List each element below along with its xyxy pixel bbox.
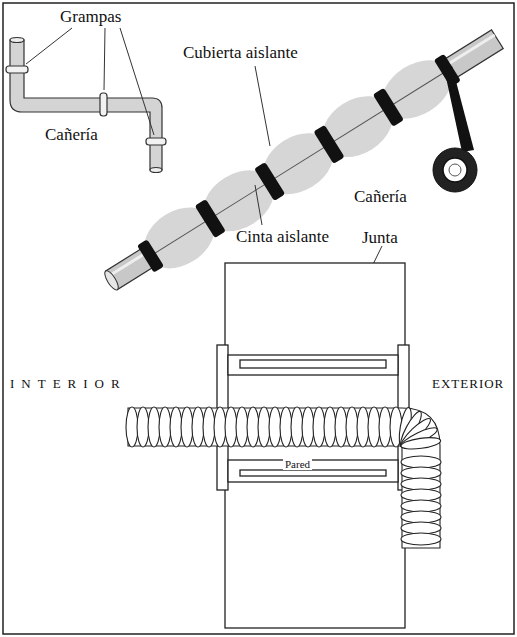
pipe-with-clamps [6, 28, 166, 173]
part-label: Cañería [354, 188, 407, 207]
side-label: INTERIOR [10, 377, 127, 391]
frame [3, 3, 514, 634]
part-label: Cubierta aislante [183, 44, 298, 63]
insulated-pipe [94, 16, 512, 305]
part-label: Pared [283, 458, 312, 470]
side-label: EXTERIOR [432, 377, 504, 391]
tape-roll [433, 66, 477, 192]
corrugated-hose [126, 407, 441, 548]
part-label: Cinta aislante [236, 228, 329, 247]
part-label: Grampas [60, 8, 121, 27]
part-label: Cañería [45, 126, 98, 145]
part-label: Junta [362, 229, 398, 248]
